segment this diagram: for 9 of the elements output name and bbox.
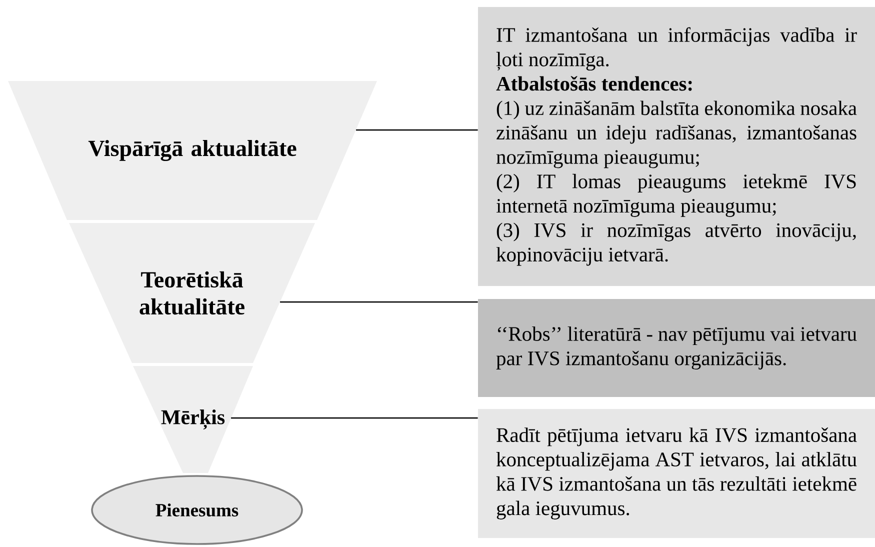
connector-line <box>280 301 478 303</box>
funnel-segment: Teorētiskā aktualitāte <box>69 223 315 363</box>
funnel-segment: Vispārīgā aktualitāte <box>8 81 377 220</box>
text-box: IT izmantošana un informācijas vadība ir ļoti nozīmīga. Atbalstošās tendences: (1) uz zināšanām balstīta ekonomika nosaka zināšanu un ideju radīšanas, izmantošanas nozīmīguma pieaugumu; (2) IT lomas pieaugums ietekmē IVS internetā nozīmīguma pieaugumu; (3) IVS ir nozīmīgas atvērto inovāciju, kopinovāciju ietvarā. <box>478 7 875 286</box>
connector-line <box>231 417 478 419</box>
funnel-segment: Mērķis <box>133 366 253 473</box>
text-box: Radīt pētījuma ietvaru kā IVS izmantošana konceptualizējama AST ietvaros, lai atklātu kā IVS izmantošana un tās rezultāti ietekmē gala ieguvumus. <box>478 409 875 538</box>
connector-line <box>356 129 478 131</box>
text-box: ‘‘Robs’’ literatūrā - nav pētījumu vai ietvaru par IVS izmantošanu organizācijās. <box>478 299 875 397</box>
